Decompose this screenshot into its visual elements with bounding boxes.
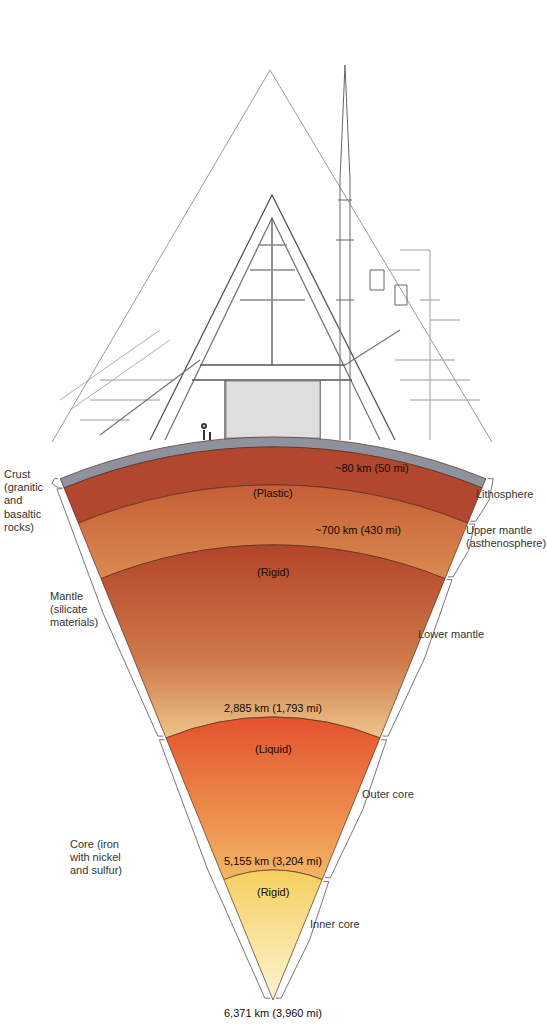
layer-label: Upper mantle (asthenosphere)	[466, 524, 544, 550]
human-figures	[202, 424, 210, 440]
lower-mantle-band	[101, 545, 445, 738]
outer-core-band	[166, 717, 380, 880]
layer-label: Mantle (silicate materials)	[50, 590, 116, 630]
depth-label: 6,371 km (3,960 mi)	[224, 1007, 322, 1020]
state-label: (Plastic)	[253, 487, 293, 500]
layer-label: Outer core	[362, 788, 432, 801]
state-label: (Rigid)	[257, 566, 289, 579]
depth-label: 5,155 km (3,204 mi)	[224, 855, 322, 868]
layer-label: Lithosphere	[476, 488, 542, 501]
spire	[336, 65, 407, 440]
bracket	[159, 740, 270, 998]
bracket	[383, 580, 452, 736]
layer-label: Inner core	[310, 918, 380, 931]
state-label: (Rigid)	[257, 886, 289, 899]
depth-label: ~80 km (50 mi)	[335, 462, 409, 475]
bracket	[276, 881, 329, 998]
church-sketch	[52, 70, 492, 442]
depth-label: ~700 km (430 mi)	[315, 524, 401, 537]
church-interior	[226, 381, 320, 438]
layer-label: Core (iron with nickel and sulfur)	[70, 838, 132, 878]
depth-label: 2,885 km (1,793 mi)	[224, 702, 322, 715]
bracket	[52, 479, 62, 488]
state-label: (Liquid)	[255, 743, 292, 756]
inner-core-band	[224, 870, 322, 1000]
church-frame	[100, 195, 400, 440]
bracket	[325, 740, 387, 878]
layer-label: Lower mantle	[418, 628, 498, 641]
layer-label: Crust (granitic and basaltic rocks)	[4, 468, 58, 534]
